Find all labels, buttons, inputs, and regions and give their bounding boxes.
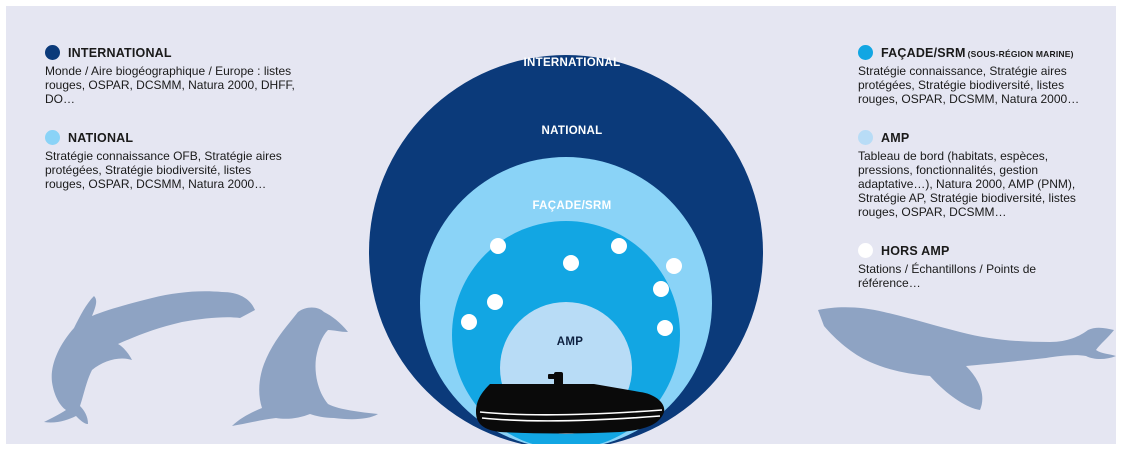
legend-international-title: INTERNATIONAL [68, 45, 172, 60]
amp-dot-icon [858, 130, 873, 145]
legend-amp-title: AMP [881, 130, 910, 145]
sample-point [461, 314, 477, 330]
sample-point [653, 281, 669, 297]
legend-hors-amp: HORS AMP Stations / Échantillons / Point… [858, 243, 1108, 290]
international-dot-icon [45, 45, 60, 60]
legend-amp-text: Tableau de bord (habitats, espèces, pres… [858, 149, 1076, 219]
ring-label-amp: AMP [557, 336, 583, 348]
legend-hors-amp-title: HORS AMP [881, 243, 950, 258]
sample-point [666, 258, 682, 274]
legend-national-title: NATIONAL [68, 130, 134, 145]
legend-facade-text: Stratégie connaissance, Stratégie aires … [858, 64, 1080, 106]
hors-amp-dot-icon [858, 243, 873, 258]
ring-label-facade: FAÇADE/SRM [532, 200, 611, 212]
sample-point [657, 320, 673, 336]
boat-hull-icon [476, 384, 665, 434]
legend-hors-amp-text: Stations / Échantillons / Points de réfé… [858, 262, 1037, 290]
legend-facade-title: FAÇADE/SRM [881, 45, 966, 60]
boat-stripe-icon [481, 415, 661, 422]
humpback-whale-icon [818, 307, 1116, 410]
legend-facade-title-wrap: FAÇADE/SRM(SOUS-RÉGION MARINE) [881, 46, 1074, 60]
sea-lion-icon [232, 307, 378, 426]
facade-dot-icon [858, 45, 873, 60]
hors-amp-points [461, 238, 682, 336]
legend-amp: AMP Tableau de bord (habitats, espèces, … [858, 130, 1108, 219]
legend-national: NATIONAL Stratégie connaissance OFB, Str… [45, 130, 305, 191]
legend-international: INTERNATIONAL Monde / Aire biogéographiq… [45, 45, 305, 106]
dolphin-icon [44, 291, 255, 424]
sample-point [611, 238, 627, 254]
ring-label-national: NATIONAL [542, 125, 603, 137]
inflatable-boat-icon [476, 372, 665, 434]
legend-national-text: Stratégie connaissance OFB, Stratégie ai… [45, 149, 282, 191]
sample-point [487, 294, 503, 310]
sample-point [563, 255, 579, 271]
legend-facade-subtitle: (SOUS-RÉGION MARINE) [967, 48, 1074, 59]
ring-label-international: INTERNATIONAL [524, 57, 621, 69]
sample-point [490, 238, 506, 254]
legend-international-text: Monde / Aire biogéographique / Europe : … [45, 64, 295, 106]
national-dot-icon [45, 130, 60, 145]
boat-stripe-icon [479, 409, 663, 416]
legend-facade: FAÇADE/SRM(SOUS-RÉGION MARINE) Stratégie… [858, 45, 1108, 106]
boat-engine-handle-icon [548, 374, 555, 379]
